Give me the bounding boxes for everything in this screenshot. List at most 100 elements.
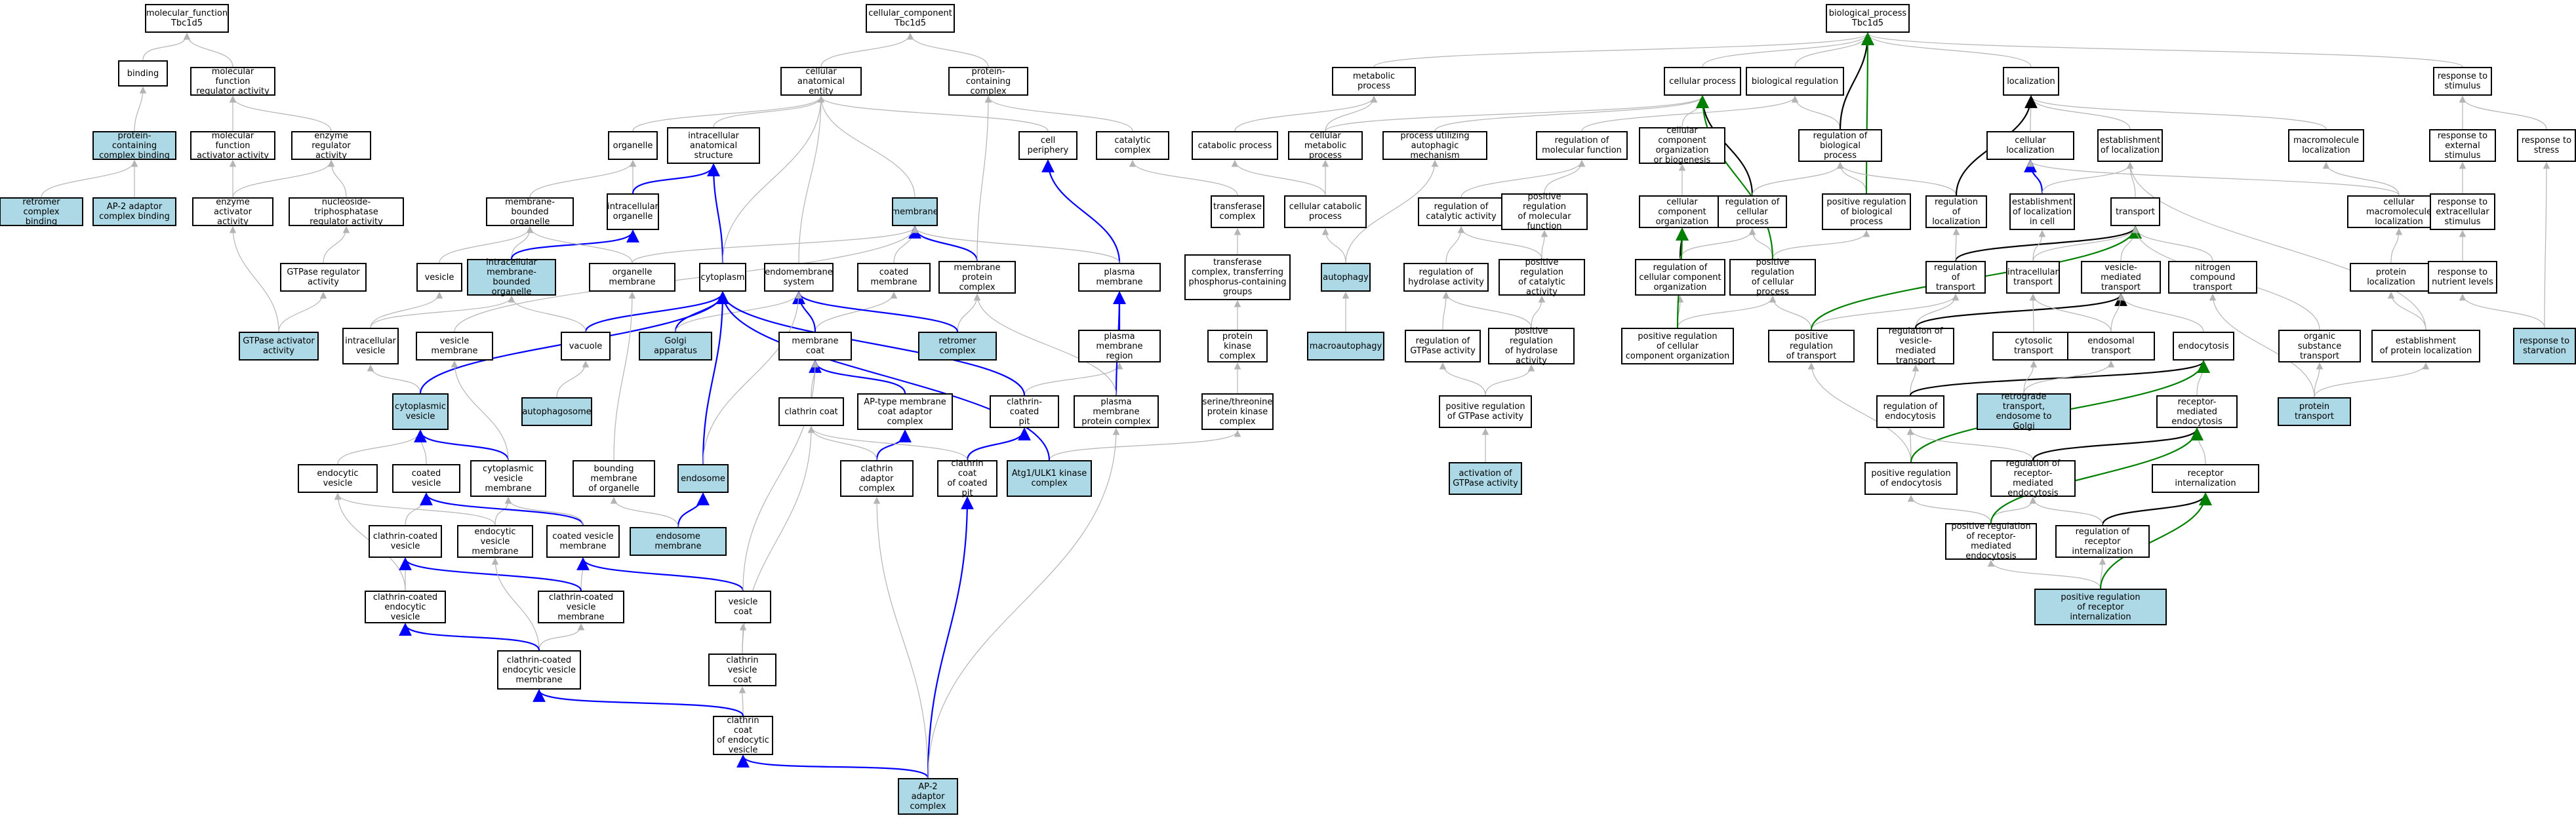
go-term-node: intracellular membrane-bounded organelle xyxy=(467,258,556,297)
go-term-node: membrane xyxy=(891,197,938,226)
relationship-edge xyxy=(2027,95,2131,130)
relationship-edge xyxy=(2322,161,2400,196)
relationship-edge xyxy=(1769,295,1812,330)
go-term-node: organic substance transport xyxy=(2278,330,2361,362)
relationship-edge xyxy=(367,364,421,394)
go-term-node: regulation of receptor internalization xyxy=(2055,525,2150,558)
relationship-edge xyxy=(229,95,332,132)
go-term-node: positive regulation of cellular process xyxy=(1729,258,1816,297)
relationship-edge xyxy=(707,163,724,264)
relationship-edge xyxy=(2023,360,2115,394)
relationship-edge xyxy=(1954,225,2142,262)
relationship-edge xyxy=(370,291,443,328)
relationship-edge xyxy=(508,295,586,332)
go-term-node: vesicle membrane xyxy=(416,332,493,361)
relationship-edge xyxy=(807,425,877,461)
relationship-edge xyxy=(454,225,919,332)
relationship-edge xyxy=(1234,95,1378,132)
relationship-edge xyxy=(1457,225,1542,260)
relationship-edge xyxy=(1485,364,1535,396)
relationship-edge xyxy=(736,754,929,779)
relationship-edge xyxy=(1540,229,1548,260)
relationship-edge xyxy=(817,95,916,198)
go-term-node: molecular_function Tbc1d5 xyxy=(145,4,229,33)
go-term-node: membrane coat xyxy=(778,332,852,361)
relationship-edge xyxy=(399,623,540,651)
relationship-edge xyxy=(494,496,512,526)
relationship-edge xyxy=(2029,293,2112,332)
go-term-node: metabolic process xyxy=(1332,67,1416,96)
go-term-node: clathrin-coated endocytic vesicle membra… xyxy=(497,650,581,690)
go-term-node: plasma membrane region xyxy=(1078,330,1161,362)
relationship-edge xyxy=(399,557,582,591)
relationship-edge xyxy=(716,291,1026,396)
relationship-edge xyxy=(973,293,1117,396)
go-term-node: retrograde transport, endosome to Golgi xyxy=(1977,392,2071,431)
go-term-node: catalytic complex xyxy=(1096,131,1169,160)
relationship-edge xyxy=(1442,291,1450,330)
relationship-edge xyxy=(2023,360,2038,394)
relationship-edge xyxy=(792,291,816,332)
relationship-edge xyxy=(632,225,919,264)
relationship-edge xyxy=(2027,95,2327,130)
relationship-edge xyxy=(2029,293,2037,332)
relationship-edge xyxy=(677,492,710,528)
relationship-edge xyxy=(1680,227,1756,260)
go-term-node: positive regulation of biological proces… xyxy=(1822,193,1911,230)
relationship-edge xyxy=(1325,95,1706,132)
relationship-edge xyxy=(1906,427,2034,461)
relationship-edge xyxy=(2042,161,2134,194)
go-term-node: regulation of cellular process xyxy=(1718,195,1787,228)
go-term-node: regulation of biological process xyxy=(1798,129,1882,162)
relationship-edge xyxy=(451,360,509,461)
go-term-node: cytosolic transport xyxy=(1992,332,2075,361)
go-term-node: serine/threonine protein kinase complex xyxy=(1201,393,1274,430)
relationship-edge xyxy=(893,225,919,264)
go-term-node: clathrin adaptor complex xyxy=(840,460,914,497)
relationship-edge xyxy=(1836,161,1957,196)
relationship-edge xyxy=(2314,362,2324,398)
go-term-node: clathrin-coated pit xyxy=(990,395,1059,428)
relationship-edge xyxy=(1445,225,1465,264)
relationship-edge xyxy=(2117,293,2204,332)
relationship-edge xyxy=(1544,159,1586,194)
relationship-edge xyxy=(2099,492,2212,589)
relationship-edge xyxy=(1460,159,1586,198)
go-term-node: macroautophagy xyxy=(1307,332,1384,361)
go-term-node: catabolic process xyxy=(1192,131,1278,160)
go-term-node: positive regulation of hydrolase activit… xyxy=(1488,326,1575,366)
relationship-edge xyxy=(722,95,825,264)
relationship-edge xyxy=(420,492,584,526)
go-term-node: clathrin-coated endocytic vesicle xyxy=(365,591,446,623)
go-term-node: regulation of endocytosis xyxy=(1876,395,1944,428)
go-term-node: endosomal transport xyxy=(2067,332,2155,361)
relationship-edge xyxy=(1231,159,1326,196)
go-term-node: endosome xyxy=(677,464,729,493)
relationship-edge xyxy=(1696,95,1754,196)
go-term-node: retromer complex binding xyxy=(0,197,83,227)
go-term-node: plasma membrane xyxy=(1078,263,1161,292)
go-term-node: intracellular organelle xyxy=(607,193,659,230)
go-term-node: vesicle xyxy=(416,263,462,292)
go-term-node: response to stress xyxy=(2517,129,2576,162)
relationship-edge xyxy=(1041,159,1121,264)
go-term-node: coated vesicle membrane xyxy=(546,525,620,558)
go-term-node: regulation of vesicle-mediated transport xyxy=(1877,326,1954,366)
relationship-edge xyxy=(2032,229,2046,262)
go-term-node: transferase complex, transferring phosph… xyxy=(1184,254,1291,300)
relationship-edge xyxy=(2387,291,2426,330)
go-term-node: vacuole xyxy=(561,332,611,361)
relationship-edge xyxy=(232,159,335,198)
relationship-edge xyxy=(1864,32,2463,68)
relationship-edge xyxy=(738,686,746,716)
go-term-node: cytoplasmic vesicle xyxy=(392,393,449,430)
relationship-edge xyxy=(1839,32,1874,130)
relationship-edge xyxy=(1910,364,1920,396)
relationship-edge xyxy=(41,159,138,198)
go-term-node: regulation of transport xyxy=(1925,261,1986,294)
go-term-node: intracellular transport xyxy=(2006,261,2060,294)
relationship-edge xyxy=(1772,229,1870,260)
relationship-edge xyxy=(2209,293,2315,398)
go-term-node: binding xyxy=(118,60,168,87)
